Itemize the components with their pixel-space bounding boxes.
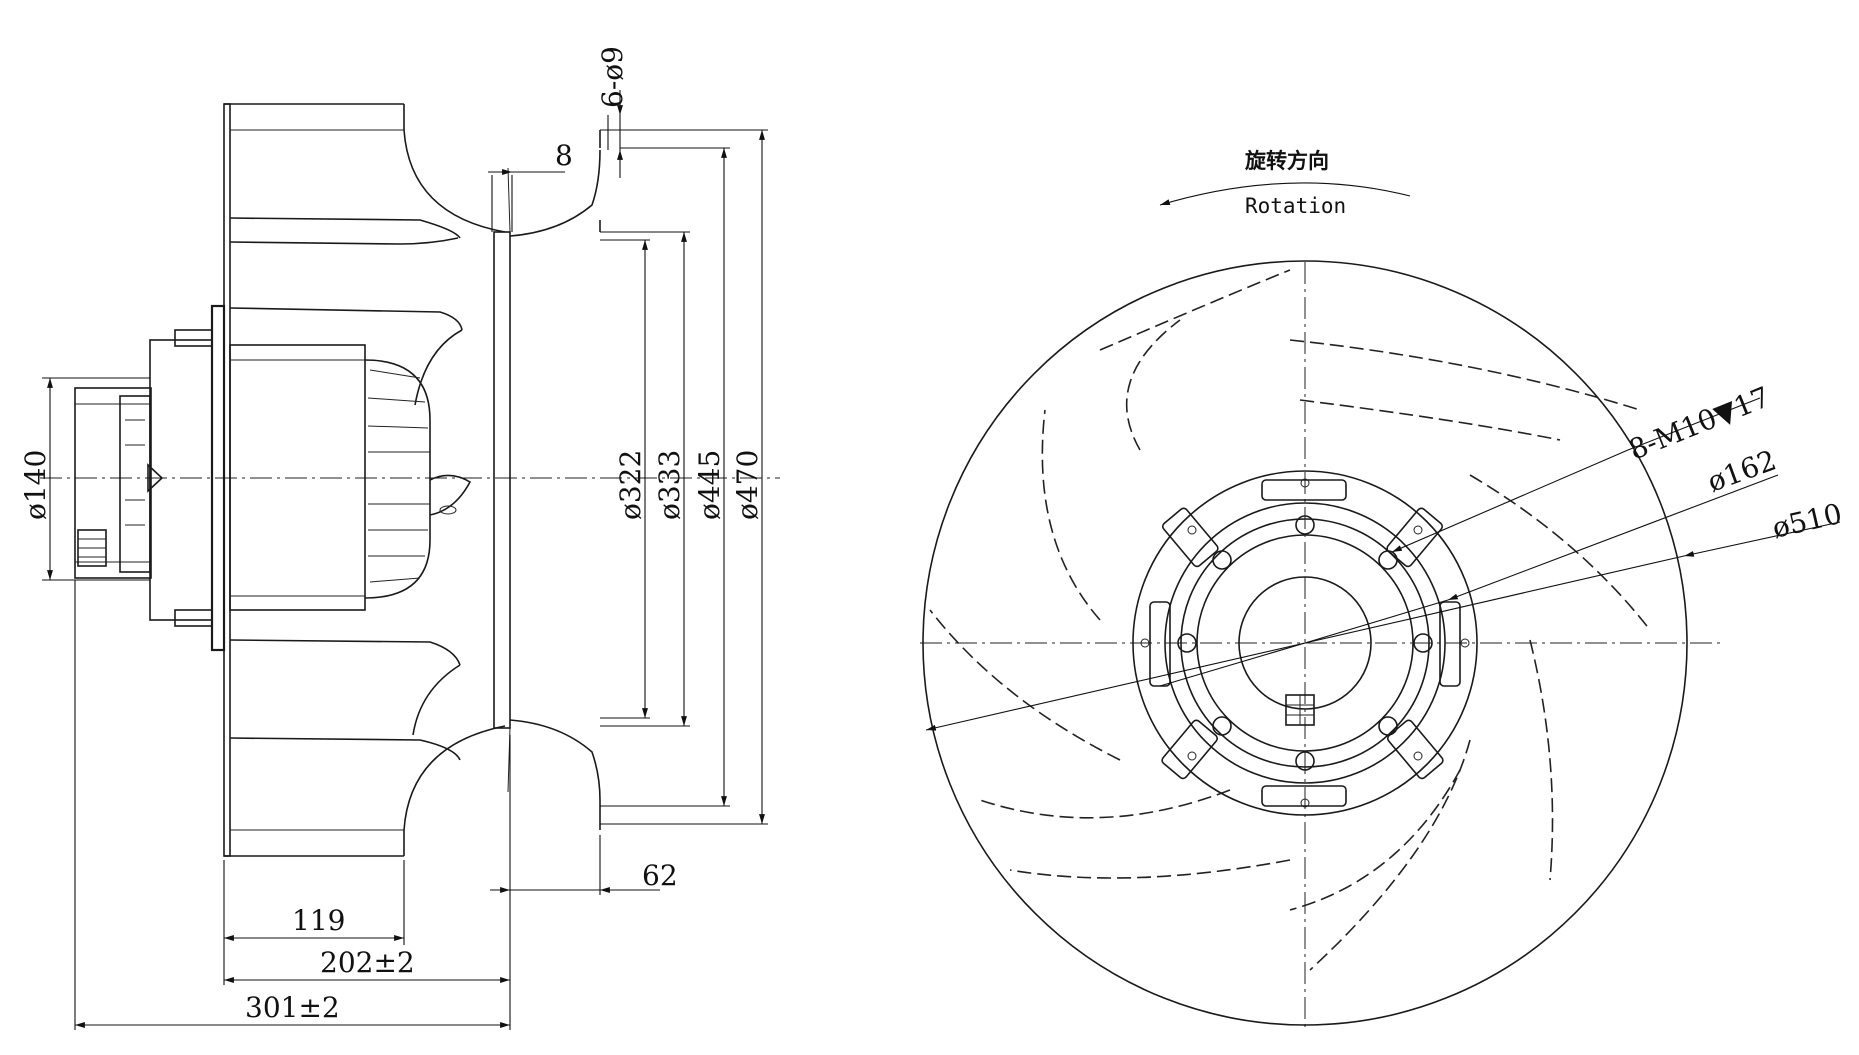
dim-depths: 119 202±2 301±2: [74, 580, 511, 1030]
dim-d322: ø322: [600, 239, 650, 719]
dim-d470: ø470: [600, 129, 768, 825]
rotation-label-cn: 旋转方向: [1244, 149, 1329, 173]
label-d333: ø333: [653, 450, 686, 520]
upper-blades: [229, 129, 506, 406]
hub-outer: [1132, 470, 1478, 816]
dim-d140: ø140: [19, 377, 150, 581]
motor-body: [229, 344, 366, 611]
label-d140: ø140: [19, 450, 52, 520]
label-d510: ø510: [1769, 497, 1845, 545]
dim-flange-thickness: 8: [488, 139, 573, 232]
rotor-fins: [364, 359, 472, 599]
rotation-label-en: Rotation: [1245, 194, 1346, 218]
impeller-outline: [922, 260, 1688, 1026]
label-flange-thickness: 8: [555, 139, 573, 172]
hub-bore: [1238, 576, 1372, 710]
dim-d445: ø445: [600, 147, 730, 807]
side-view: 6-ø9 8 ø322 ø333 ø445: [19, 46, 780, 1030]
hub-middle: [1164, 502, 1446, 784]
lower-blades: [229, 639, 506, 831]
label-depth-119: 119: [292, 904, 345, 937]
dim-inlet-depth: 62: [490, 735, 678, 895]
blades: [929, 269, 1651, 971]
label-d322: ø322: [614, 450, 647, 520]
label-inlet-depth: 62: [642, 859, 678, 892]
inlet-nozzle-lower: [509, 719, 601, 801]
terminal-box: [74, 387, 152, 579]
dim-d333: ø333: [600, 231, 690, 727]
front-view: 旋转方向 Rotation: [920, 149, 1845, 1030]
label-depth-301: 301±2: [245, 991, 340, 1024]
cable-gland: [77, 529, 107, 567]
label-bolt-holes: 6-ø9: [596, 46, 629, 108]
rotation-indicator: 旋转方向 Rotation: [1159, 149, 1411, 218]
front-shroud: [493, 231, 511, 729]
inlet-nozzle-upper: [509, 149, 601, 237]
label-d470: ø470: [731, 450, 764, 520]
label-d445: ø445: [693, 450, 726, 520]
label-d162: ø162: [1703, 444, 1780, 499]
rotation-arrow: [1159, 182, 1411, 206]
dim-d510: ø510: [925, 497, 1845, 731]
hub: [1132, 470, 1478, 816]
label-depth-202: 202±2: [320, 946, 415, 979]
dim-bolt-holes: 6-ø9: [596, 46, 629, 178]
